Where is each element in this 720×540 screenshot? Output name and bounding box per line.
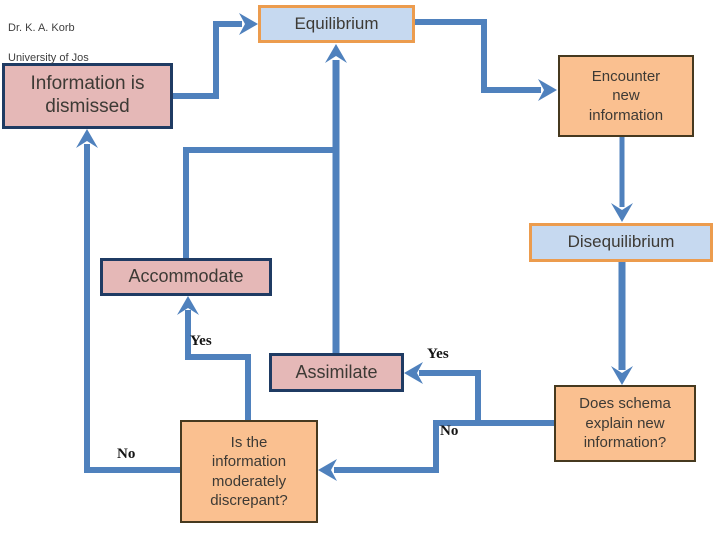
arrowhead-into-accommodate: [177, 296, 199, 315]
node-information-dismissed-label: Information is dismissed: [30, 73, 145, 117]
connector-schema-yes-to-assimilate: [419, 370, 554, 426]
node-accommodate: Accommodate: [100, 258, 272, 296]
node-disequilibrium-label: Disequilibrium: [567, 232, 675, 252]
connector-equilibrium-to-encounter: [415, 19, 541, 93]
node-does-schema-explain-label: Does schema explain new information?: [579, 395, 671, 452]
connector-dismissed-to-equilibrium: [173, 21, 242, 99]
connector-accommodate-join: [183, 147, 337, 258]
node-does-schema-explain: Does schema explain new information?: [554, 385, 696, 462]
node-moderately-discrepant-label: Is the information moderately discrepant…: [210, 433, 288, 510]
arrowhead-into-equilibrium-left: [239, 13, 258, 35]
node-assimilate-label: Assimilate: [295, 361, 378, 382]
arrowhead-into-schema: [611, 366, 633, 385]
arrowhead-into-assimilate: [404, 362, 423, 384]
node-accommodate-label: Accommodate: [128, 266, 244, 287]
author-name: Dr. K. A. Korb: [8, 21, 75, 34]
connector-schema-no-to-discrepant: [334, 420, 478, 473]
edge-label-yes-assimilate: Yes: [427, 346, 449, 362]
connector-discrepant-no-to-dismissed: [84, 144, 180, 473]
node-information-dismissed: Information is dismissed: [2, 63, 173, 129]
connector-discrepant-yes-to-accommodate: [185, 310, 251, 420]
node-equilibrium-label: Equilibrium: [294, 13, 379, 33]
edge-label-no-discrepant: No: [440, 423, 459, 439]
edge-label-no-dismissed: No: [117, 446, 136, 462]
node-encounter-new-information: Encounter new information: [558, 55, 694, 137]
edge-label-yes-accommodate: Yes: [190, 333, 212, 349]
author-credit: Dr. K. A. Korb University of Jos: [8, 6, 89, 80]
node-encounter-new-information-label: Encounter new information: [588, 67, 664, 124]
node-moderately-discrepant: Is the information moderately discrepant…: [180, 420, 318, 523]
node-equilibrium: Equilibrium: [258, 5, 415, 43]
node-disequilibrium: Disequilibrium: [529, 223, 713, 262]
arrowhead-into-discrepant: [318, 459, 337, 481]
author-affiliation: University of Jos: [8, 51, 89, 64]
arrowhead-into-dismissed: [76, 129, 98, 148]
node-assimilate: Assimilate: [269, 353, 404, 392]
arrowhead-into-encounter: [538, 79, 557, 101]
arrowhead-into-disequilibrium: [611, 203, 633, 222]
arrowhead-into-equilibrium-bottom: [325, 44, 347, 63]
